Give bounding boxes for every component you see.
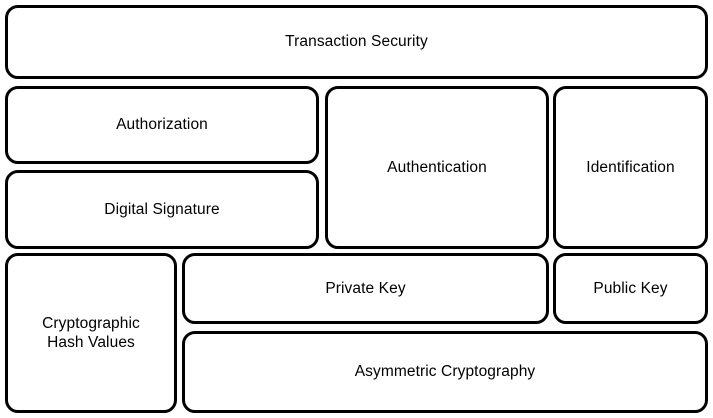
node-cryptographic-hash-values[interactable]: Cryptographic Hash Values: [5, 253, 177, 413]
node-identification-label: Identification: [586, 158, 675, 176]
node-asymmetric-cryptography[interactable]: Asymmetric Cryptography: [182, 331, 708, 413]
node-transaction-security-label: Transaction Security: [285, 33, 428, 51]
node-asymmetric-cryptography-label: Asymmetric Cryptography: [354, 363, 536, 381]
node-digital-signature[interactable]: Digital Signature: [5, 170, 319, 249]
node-private-key[interactable]: Private Key: [182, 253, 549, 324]
node-authentication[interactable]: Authentication: [325, 86, 549, 249]
node-authorization-label: Authorization: [116, 116, 208, 134]
node-public-key-label: Public Key: [593, 279, 668, 297]
node-authorization[interactable]: Authorization: [5, 86, 319, 164]
node-authentication-label: Authentication: [387, 158, 487, 176]
node-cryptographic-hash-values-label: Cryptographic Hash Values: [42, 314, 140, 351]
node-private-key-label: Private Key: [325, 279, 406, 297]
node-transaction-security[interactable]: Transaction Security: [5, 5, 708, 79]
node-public-key[interactable]: Public Key: [553, 253, 708, 324]
node-identification[interactable]: Identification: [553, 86, 708, 249]
node-digital-signature-label: Digital Signature: [104, 200, 220, 218]
